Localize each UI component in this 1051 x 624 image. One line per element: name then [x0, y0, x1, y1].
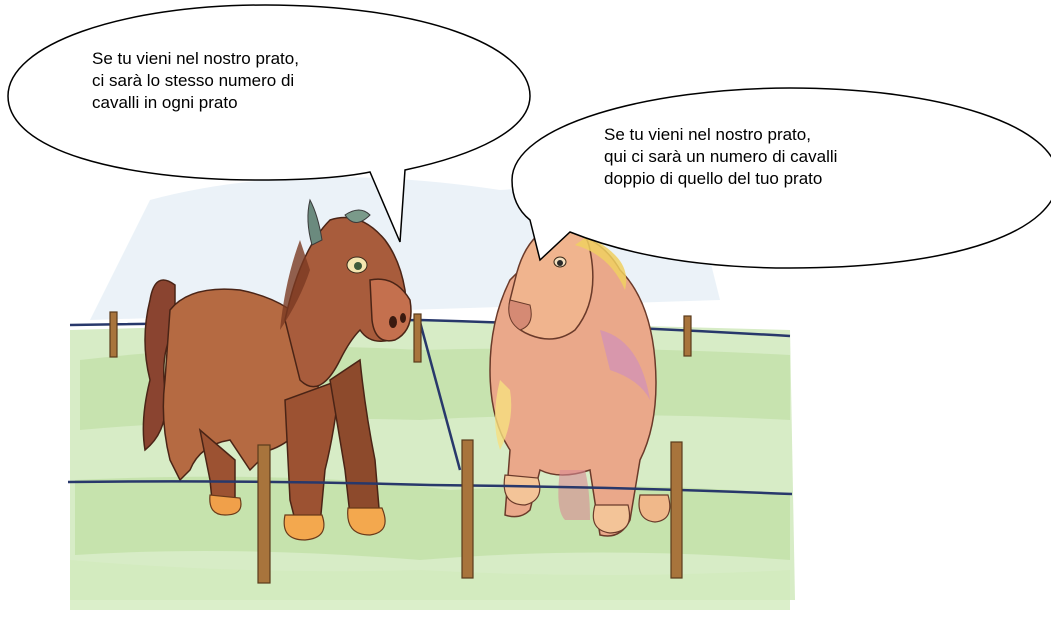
speech-line: doppio di quello del tuo prato [604, 169, 823, 188]
cream-horse [489, 223, 671, 537]
speech-bubble-right [511, 87, 1051, 269]
speech-bubble-right-text: Se tu vieni nel nostro prato, qui ci sar… [604, 124, 837, 190]
speech-line: Se tu vieni nel nostro prato, [604, 125, 811, 144]
brown-horse [142, 198, 412, 541]
speech-line: Se tu vieni nel nostro prato, [92, 49, 299, 68]
speech-line: qui ci sarà un numero di cavalli [604, 147, 838, 166]
speech-bubble-left-text: Se tu vieni nel nostro prato, ci sarà lo… [92, 48, 299, 114]
front-fence-posts [257, 439, 683, 584]
back-fence-posts [109, 311, 692, 363]
speech-line: cavalli in ogni prato [92, 93, 238, 112]
speech-bubble-left [7, 4, 531, 243]
speech-line: ci sarà lo stesso numero di [92, 71, 295, 90]
